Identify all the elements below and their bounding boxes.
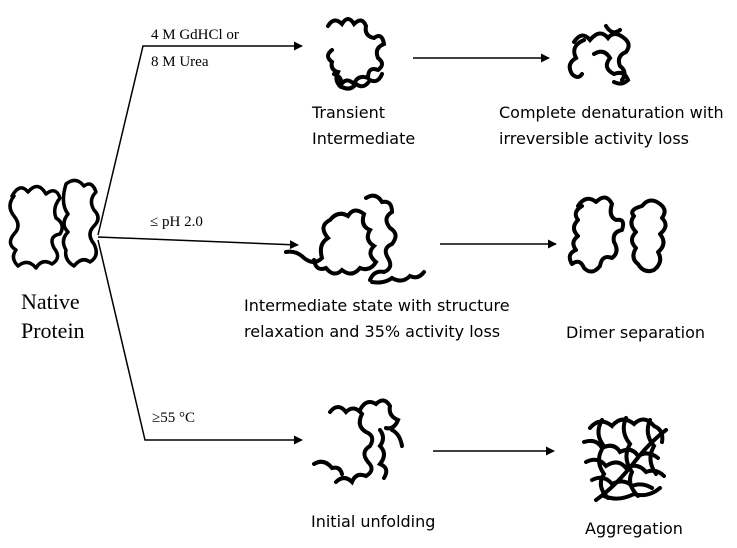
acid-condition: ≤ pH 2.0 [150, 214, 203, 230]
native-protein-label: Native Protein [21, 288, 85, 345]
native-protein-icon [8, 178, 100, 270]
native-protein-label-line1: Native [21, 289, 80, 314]
denaturant-condition-line2: 8 M Urea [151, 54, 209, 71]
intermediate-state-line1: Intermediate state with structure [244, 296, 510, 315]
transient-intermediate-line1: Transient [312, 103, 385, 122]
complete-denaturation-line2: irreversible activity loss [499, 128, 689, 148]
aggregation-label: Aggregation [585, 519, 683, 538]
denaturant-condition: 4 M GdHCl or 8 M Urea [151, 26, 239, 72]
denaturant-condition-line1: 4 M GdHCl or [151, 27, 239, 43]
dimer-separation-icon [567, 195, 668, 274]
complete-denaturation-line1: Complete denaturation with [499, 103, 724, 122]
native-protein-label-line2: Protein [21, 317, 85, 343]
arrow-to-transient [97, 41, 303, 236]
complete-denaturation-label: Complete denaturation with irreversible … [499, 103, 724, 148]
denatured-protein-icon [567, 24, 631, 86]
transient-intermediate-line2: Intermediate [312, 128, 416, 148]
initial-unfolding-label: Initial unfolding [311, 512, 436, 531]
transient-intermediate-label: Transient Intermediate [312, 103, 415, 148]
heat-condition: ≥55 °C [152, 410, 195, 426]
arrow-to-intermediate [97, 236, 299, 250]
transient-intermediate-icon [326, 17, 387, 91]
initial-unfolding-icon [312, 398, 404, 486]
dimer-separation-label: Dimer separation [566, 323, 706, 342]
intermediate-state-line2: relaxation and 35% activity loss [244, 321, 501, 341]
aggregation-icon [582, 416, 668, 502]
arrow-to-initial [97, 239, 303, 445]
intermediate-state-icon [284, 193, 426, 285]
intermediate-state-label: Intermediate state with structure relaxa… [244, 296, 510, 341]
